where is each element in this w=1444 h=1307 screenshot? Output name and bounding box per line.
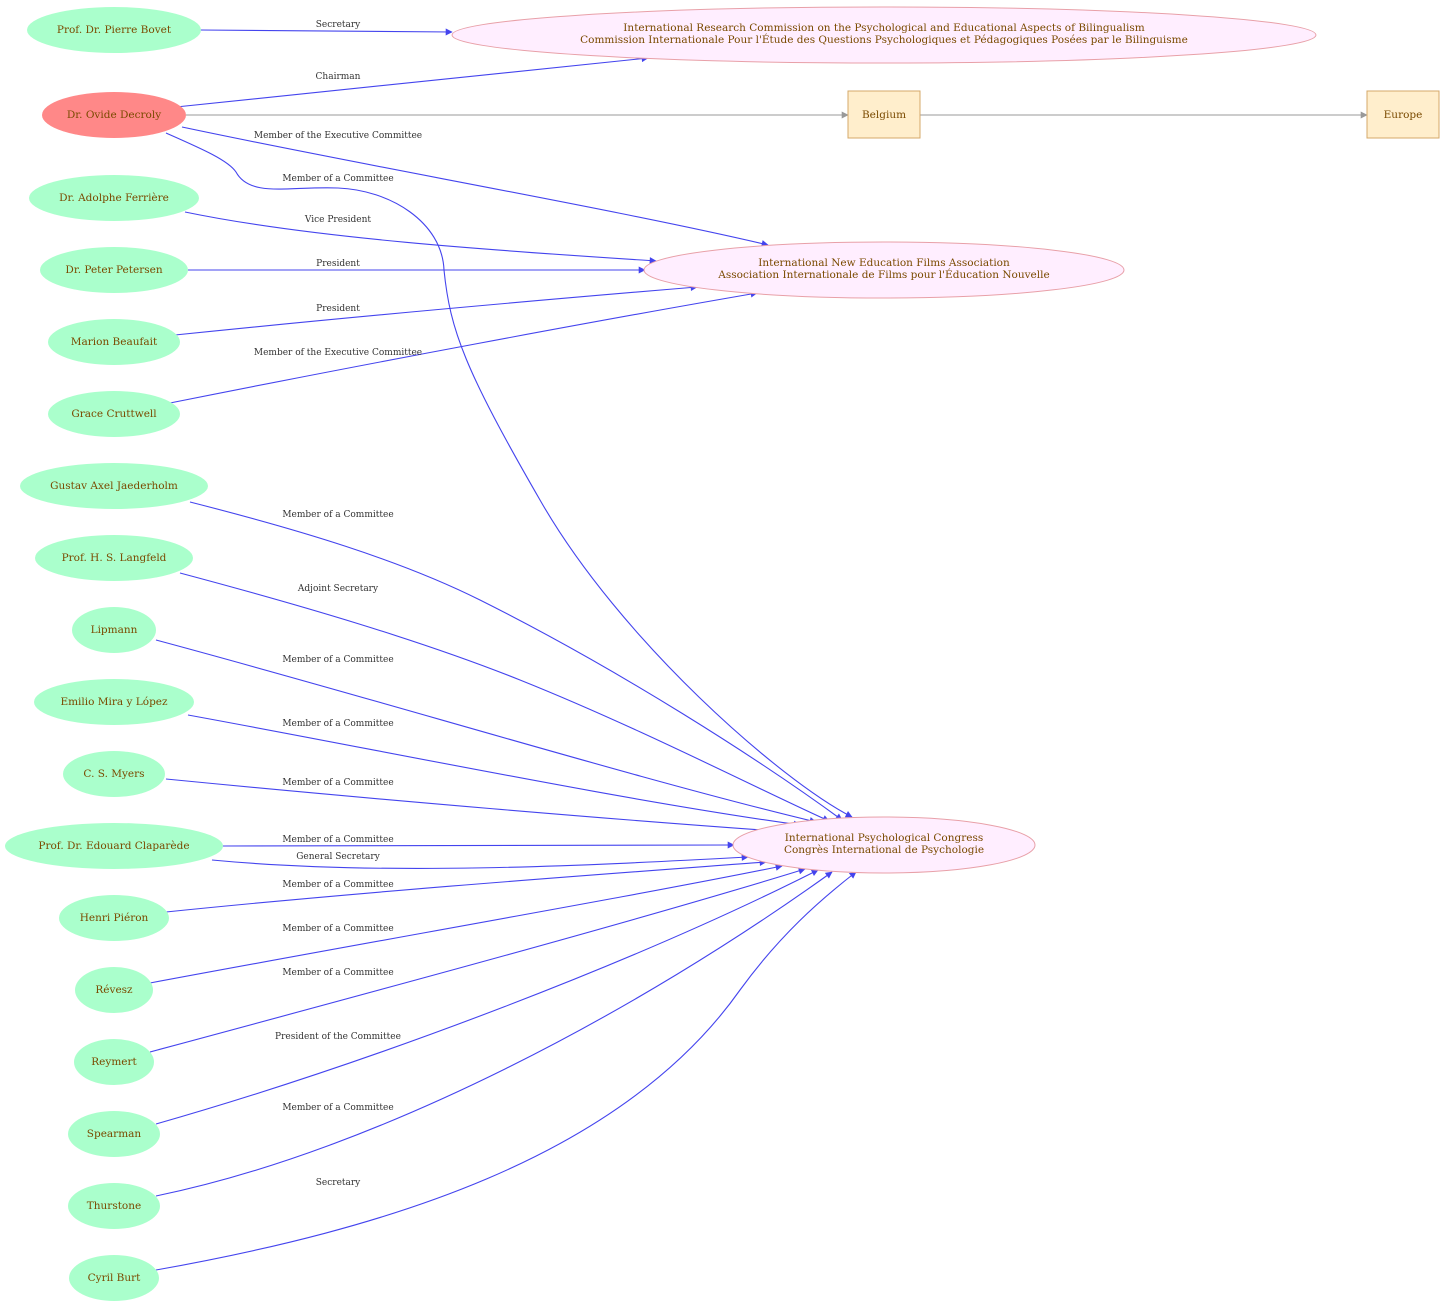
node-revesz[interactable]: Révesz <box>75 967 153 1013</box>
node-label-line1: International New Education Films Associ… <box>758 257 1010 269</box>
edge-reymert-congress: Member of a Committee <box>149 867 806 1053</box>
edge-claparede-congress-b: General Secretary <box>211 852 749 870</box>
edge-label: President <box>316 304 360 314</box>
edge-label: Member of a Committee <box>282 880 393 890</box>
node-label: Thurstone <box>87 1200 141 1212</box>
edge-burt-congress: Secretary <box>155 871 857 1271</box>
edge-lipmann-congress: Member of a Committee <box>155 639 817 824</box>
node-label: Lipmann <box>91 624 138 636</box>
edge-claparede-congress-a: Member of a Committee <box>221 835 735 849</box>
node-label: Grace Cruttwell <box>71 408 157 420</box>
node-psychological-congress[interactable]: International Psychological Congress Con… <box>732 816 1036 874</box>
node-pierre-bovet[interactable]: Prof. Dr. Pierre Bovet <box>27 7 201 53</box>
edge-label: Adjoint Secretary <box>297 584 379 594</box>
node-label: Dr. Adolphe Ferrière <box>59 192 169 204</box>
node-gustav-axel-jaederholm[interactable]: Gustav Axel Jaederholm <box>20 463 208 509</box>
node-label: Marion Beaufait <box>71 336 158 348</box>
edge-bovet-bilingualism: Secretary <box>199 20 453 36</box>
edge-label: Member of a Committee <box>282 510 393 520</box>
node-label-line2: Association Internationale de Films pour… <box>717 267 1049 281</box>
node-label: Henri Piéron <box>80 912 149 924</box>
edge-myers-congress: Member of a Committee <box>165 778 777 835</box>
node-label-line2: Commission Internationale Pour l'Étude d… <box>580 32 1188 46</box>
edge-ferriere-films: Vice President <box>184 211 657 265</box>
node-reymert[interactable]: Reymert <box>74 1039 154 1085</box>
edge-langfeld-congress: Adjoint Secretary <box>179 572 830 822</box>
edge-label: Secretary <box>316 20 361 30</box>
node-label: Belgium <box>862 109 906 121</box>
edge-label: Member of a Committee <box>282 655 393 665</box>
node-peter-petersen[interactable]: Dr. Peter Petersen <box>40 247 188 293</box>
node-cyril-burt[interactable]: Cyril Burt <box>69 1255 159 1301</box>
node-thurstone[interactable]: Thurstone <box>68 1183 160 1229</box>
edge-thurstone-congress: Member of a Committee <box>155 871 833 1197</box>
node-cs-myers[interactable]: C. S. Myers <box>63 751 165 797</box>
edge-beaufait-films: President <box>174 284 698 336</box>
edge-label: President <box>316 259 360 269</box>
node-europe[interactable]: Europe <box>1366 90 1440 139</box>
edge-label: Member of a Committee <box>282 1103 393 1113</box>
edge-label: Member of a Committee <box>282 835 393 845</box>
node-ovide-decroly[interactable]: Dr. Ovide Decroly <box>42 92 186 138</box>
edge-jaederholm-congress: Member of a Committee <box>189 501 843 821</box>
edge-label: Chairman <box>316 72 361 82</box>
node-label: Europe <box>1384 109 1423 121</box>
edge-revesz-congress: Member of a Committee <box>149 863 783 984</box>
edge-spearman-congress: President of the Committee <box>155 869 819 1125</box>
edge-label: Member of a Committee <box>282 924 393 934</box>
edge-label: Vice President <box>304 215 372 225</box>
node-label: Dr. Peter Petersen <box>65 264 162 276</box>
node-label: Dr. Ovide Decroly <box>67 109 161 121</box>
node-label: Emilio Mira y López <box>60 696 168 708</box>
edge-decroly-bilingualism: Chairman <box>175 55 649 108</box>
node-label: Spearman <box>87 1128 142 1140</box>
edge-decroly-congress: Member of a Committee <box>165 132 853 818</box>
node-adolphe-ferriere[interactable]: Dr. Adolphe Ferrière <box>29 175 199 221</box>
edge-label: Member of a Committee <box>282 719 393 729</box>
node-hs-langfeld[interactable]: Prof. H. S. Langfeld <box>35 535 193 581</box>
edge-label: Member of a Committee <box>282 174 393 184</box>
node-label-line2: Congrès International de Psychologie <box>784 844 984 856</box>
edge-label: General Secretary <box>296 852 380 862</box>
edge-label: Member of the Executive Committee <box>254 348 422 358</box>
node-label: Reymert <box>91 1056 137 1068</box>
node-lipmann[interactable]: Lipmann <box>72 607 156 653</box>
edge-cruttwell-films: Member of the Executive Committee <box>169 290 758 404</box>
node-label: Prof. Dr. Pierre Bovet <box>57 24 172 36</box>
node-label: Révesz <box>95 984 133 996</box>
edge-label: Member of the Executive Committee <box>254 131 422 141</box>
node-marion-beaufait[interactable]: Marion Beaufait <box>48 319 180 365</box>
edge-petersen-films: President <box>188 259 646 274</box>
node-emilio-mira-y-lopez[interactable]: Emilio Mira y López <box>34 679 194 725</box>
edge-decroly-films: Member of the Executive Committee <box>181 126 769 247</box>
node-label: Prof. Dr. Edouard Claparède <box>38 840 189 852</box>
edge-label: Secretary <box>316 1178 361 1188</box>
edge-label: Member of a Committee <box>282 778 393 788</box>
node-belgium[interactable]: Belgium <box>847 90 921 139</box>
edge-label: Member of a Committee <box>282 968 393 978</box>
edge-pieron-congress: Member of a Committee <box>165 858 767 913</box>
edge-mira-congress: Member of a Committee <box>187 714 801 828</box>
node-label: C. S. Myers <box>83 768 144 780</box>
node-new-education-films[interactable]: International New Education Films Associ… <box>643 241 1125 299</box>
node-spearman[interactable]: Spearman <box>68 1111 160 1157</box>
node-label-line1: International Research Commission on the… <box>623 22 1144 34</box>
node-bilingualism-commission[interactable]: International Research Commission on the… <box>451 6 1317 64</box>
node-label: Prof. H. S. Langfeld <box>62 552 167 564</box>
node-grace-cruttwell[interactable]: Grace Cruttwell <box>48 391 180 437</box>
node-label: Gustav Axel Jaederholm <box>50 480 178 492</box>
node-henri-pieron[interactable]: Henri Piéron <box>59 895 169 941</box>
node-label: Cyril Burt <box>88 1272 142 1284</box>
node-label-line1: International Psychological Congress <box>785 832 984 844</box>
node-edouard-claparede[interactable]: Prof. Dr. Edouard Claparède <box>5 823 223 869</box>
edge-label: President of the Committee <box>275 1032 401 1042</box>
